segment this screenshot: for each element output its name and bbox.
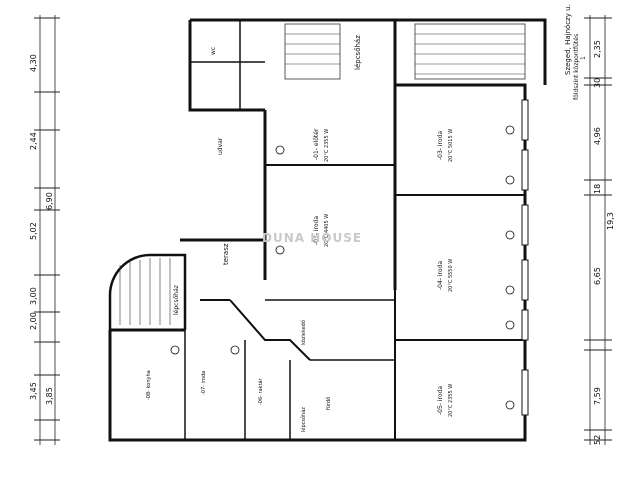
room-label-iroda-03: -03- iroda (437, 131, 444, 160)
room-label-furdo: fürdő (326, 397, 332, 410)
stair-top-middle (284, 23, 341, 80)
dim-right-6: 19,3 (606, 212, 615, 230)
dim-right-3: 4,96 (593, 127, 602, 145)
dim-left-7: 3,45 (29, 382, 38, 400)
interior-walls (184, 20, 525, 440)
dim-right-1: 2,35 (593, 40, 602, 58)
dim-left-3: 5,02 (29, 222, 38, 240)
header-address: Szeged, Hajnóczy u. (564, 4, 572, 75)
dim-left-4: 6,90 (45, 192, 54, 210)
dim-left-6: 2,00 (29, 312, 38, 330)
header-sheet: 1 (580, 56, 587, 60)
room-area-eloter: 20°C 2355 W (324, 129, 330, 162)
left-dimension-chain (34, 15, 60, 445)
stair-top-right (414, 23, 526, 80)
watermark-text: DUNA HOUSE (262, 231, 362, 245)
room-label-raktar: -06- raktár (257, 377, 264, 405)
room-label-konyha: -08- konyha (146, 370, 152, 400)
room-area-iroda-02: 20°C 4405 W (324, 214, 330, 247)
dim-right-8: 52 (593, 435, 602, 445)
dim-left-5: 3,00 (29, 287, 38, 305)
room-label-udvar: udvar (217, 137, 224, 155)
room-label-lepcsohaz-bot: lépcsőház (300, 407, 307, 432)
dim-left-2: 2,44 (29, 132, 38, 150)
room-label-lepcsohaz-left: lépcsőház (173, 285, 180, 315)
dim-left-8: 3,85 (45, 387, 54, 405)
room-area-iroda-03: 20°C 5015 W (448, 129, 454, 162)
dim-right-4: 18 (593, 184, 602, 194)
room-label-iroda-05: -05- iroda (437, 386, 444, 415)
room-area-iroda-04: 20°C 5550 W (448, 259, 454, 292)
dim-right-2: 30 (593, 78, 602, 88)
dim-right-5: 6,65 (593, 267, 602, 285)
room-label-eloter: -01- előtér (313, 128, 320, 160)
windows-right (521, 99, 529, 416)
room-label-lepcsohaz-top: lépcsőház (353, 35, 362, 70)
room-label-iroda-04: -04- iroda (437, 261, 444, 290)
dim-left-1: 4,30 (29, 54, 38, 72)
room-label-wc: wc (210, 47, 217, 55)
stair-tower-left (108, 253, 187, 330)
header-floor: földszint központfűtés (573, 34, 580, 100)
room-label-iroda-02: -02- iroda (313, 216, 320, 245)
radiator-markers (170, 125, 515, 410)
right-dimension-chain (584, 15, 612, 445)
room-label-terasz: terasz (222, 243, 230, 265)
room-area-iroda-05: 20°C 2355 W (448, 384, 454, 417)
room-label-kozlekedo: közlekedő (301, 320, 307, 345)
room-label-iroda-07: -07- iroda (201, 371, 207, 395)
dim-right-7: 7,59 (593, 387, 602, 405)
